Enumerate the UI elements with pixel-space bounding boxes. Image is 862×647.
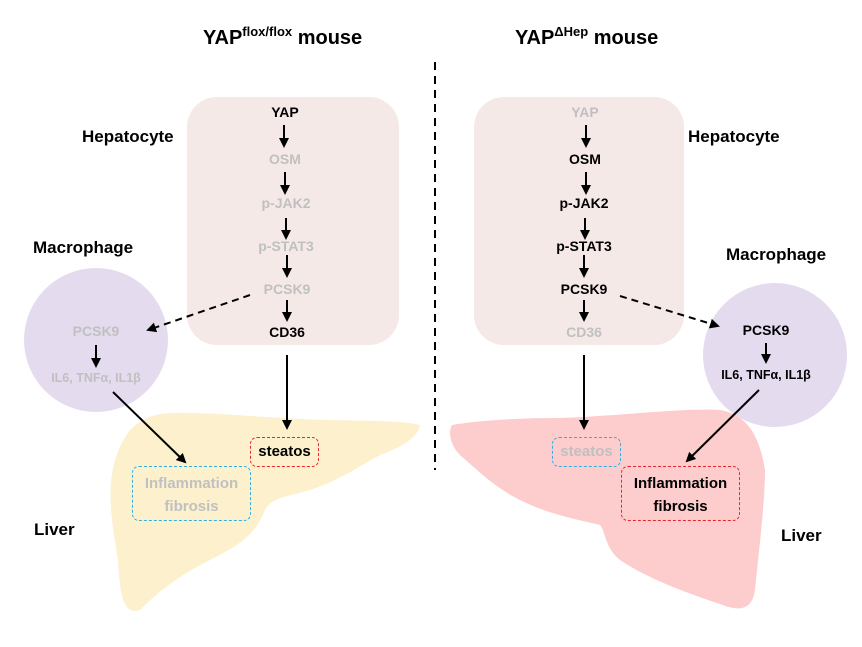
right-node-pstat3: p-STAT3	[556, 238, 612, 254]
right-node-osm: OSM	[569, 151, 601, 167]
title-left: YAPflox/flox mouse	[203, 24, 363, 49]
left-steatosis-box: steatos	[250, 437, 319, 467]
right-node-pcsk9: PCSK9	[560, 281, 608, 297]
left-inflammation-box: Inflammation fibrosis	[132, 466, 251, 521]
liver-label-right: Liver	[781, 526, 822, 545]
left-macrophage-pcsk9: PCSK9	[72, 323, 120, 339]
left-node-yap: YAP	[271, 104, 299, 120]
right-fibrosis-label: fibrosis	[653, 498, 708, 515]
right-macrophage-cytokines: IL6, TNFα, IL1β	[721, 368, 811, 382]
right-pathway-arrows	[579, 125, 771, 463]
left-fibrosis-label: fibrosis	[164, 498, 219, 515]
arrow	[685, 389, 760, 463]
right-node-cd36: CD36	[566, 324, 602, 340]
hepatocyte-box-left	[187, 97, 399, 345]
title-right: YAPΔHep mouse	[515, 24, 659, 49]
right-macrophage-pcsk9: PCSK9	[742, 322, 790, 338]
dashed-arrow-right	[619, 295, 720, 329]
left-node-pjak2: p-JAK2	[261, 195, 311, 211]
hepatocyte-label-right: Hepatocyte	[688, 127, 780, 146]
left-node-pstat3: p-STAT3	[258, 238, 314, 254]
hepatocyte-box-right	[474, 97, 684, 345]
macrophage-circle-left	[24, 268, 168, 412]
left-steatosis-label: steatos	[258, 443, 311, 460]
left-pathway-arrows	[91, 125, 292, 464]
liver-label-left: Liver	[34, 520, 75, 539]
right-steatosis-label: steatos	[560, 443, 613, 460]
left-node-osm: OSM	[269, 151, 301, 167]
dashed-arrow-left	[146, 294, 251, 333]
hepatocyte-label-left: Hepatocyte	[82, 127, 174, 146]
left-macrophage-cytokines: IL6, TNFα, IL1β	[51, 371, 141, 385]
right-steatosis-box: steatos	[552, 437, 621, 467]
macrophage-circle-right	[703, 283, 847, 427]
left-inflammation-label: Inflammation	[144, 475, 239, 492]
liver-left-shape	[110, 412, 420, 611]
left-node-pcsk9: PCSK9	[263, 281, 311, 297]
macrophage-label-right: Macrophage	[726, 245, 827, 264]
macrophage-label-left: Macrophage	[33, 238, 134, 257]
right-inflammation-box: Inflammation fibrosis	[621, 466, 740, 521]
left-node-cd36: CD36	[269, 324, 305, 340]
arrow	[112, 391, 187, 464]
right-inflammation-label: Inflammation	[633, 475, 728, 492]
right-node-yap: YAP	[571, 104, 599, 120]
right-node-pjak2: p-JAK2	[559, 195, 609, 211]
